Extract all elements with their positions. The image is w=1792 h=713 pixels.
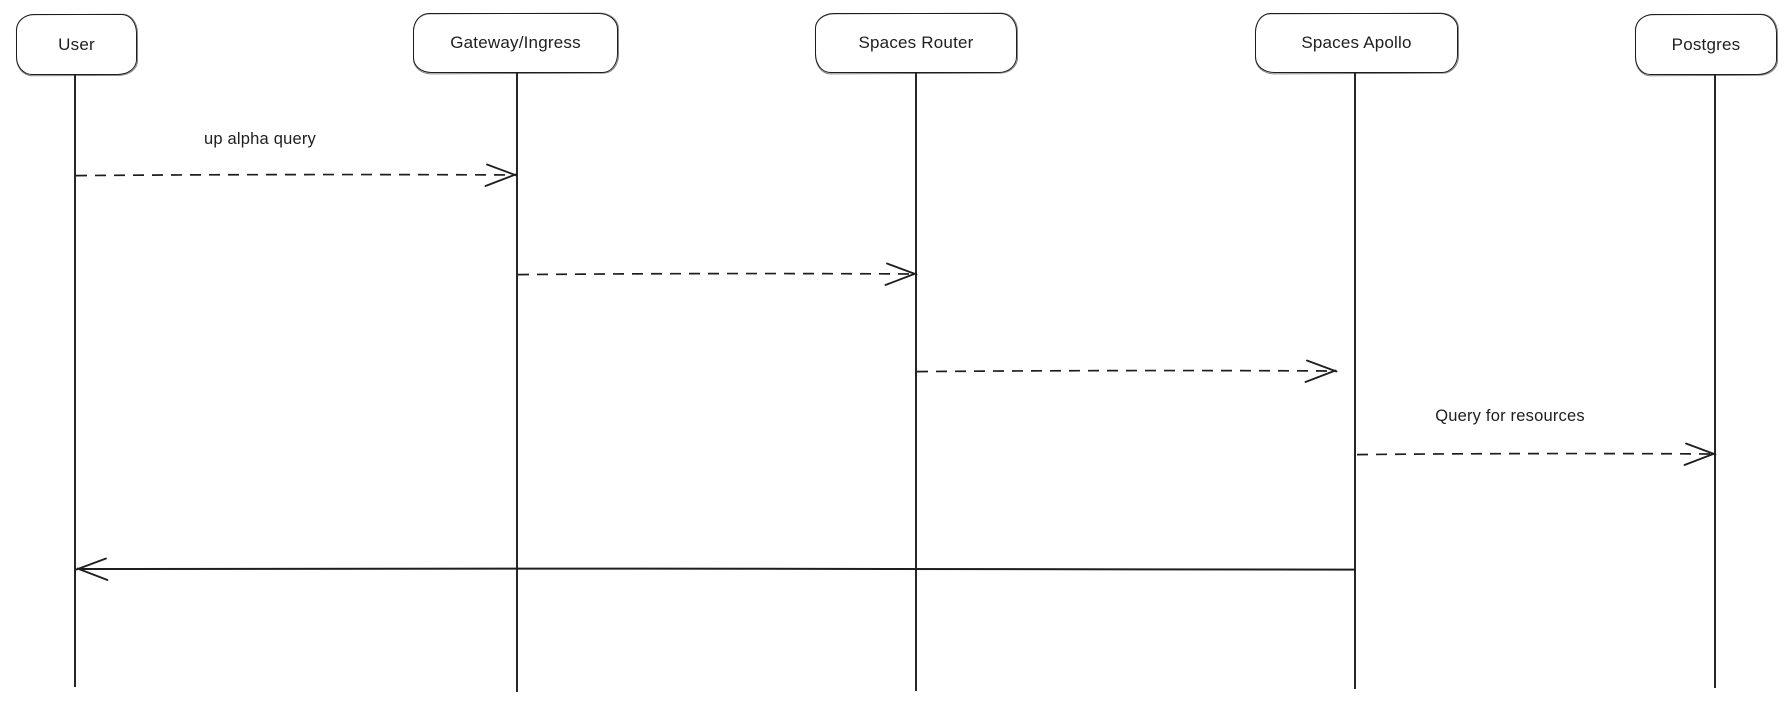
message-arrow-gateway-to-spaces-router [517,262,918,286]
actor-label-spaces-router: Spaces Router [858,33,974,52]
actor-box-spaces-apollo: Spaces Apollo [1255,13,1458,73]
message-arrow-user-to-gateway [75,163,518,187]
message-arrow-spaces-router-to-spaces-apollo [916,359,1338,383]
actor-label-spaces-apollo: Spaces Apollo [1301,33,1412,52]
message-label-query-for-resources: Query for resources [1435,407,1585,425]
message-arrow-spaces-apollo-to-postgres [1356,442,1717,466]
message-arrow-spaces-apollo-to-user [75,557,1356,581]
actor-box-gateway-ingress: Gateway/Ingress [413,13,618,73]
actor-label-postgres: Postgres [1671,34,1741,54]
message-label-up-alpha-query: up alpha query [204,130,316,148]
actor-label-user: User [58,34,95,54]
lifeline-postgres [1714,72,1716,688]
actor-label-gateway-ingress: Gateway/Ingress [450,33,581,52]
lifeline-gateway-ingress [516,72,518,692]
actor-box-postgres: Postgres [1635,14,1777,75]
actor-box-spaces-router: Spaces Router [815,13,1017,73]
actor-box-user: User [16,14,137,75]
lifeline-spaces-router [915,72,917,691]
lifeline-user [74,72,76,687]
lifeline-spaces-apollo [1354,72,1356,689]
